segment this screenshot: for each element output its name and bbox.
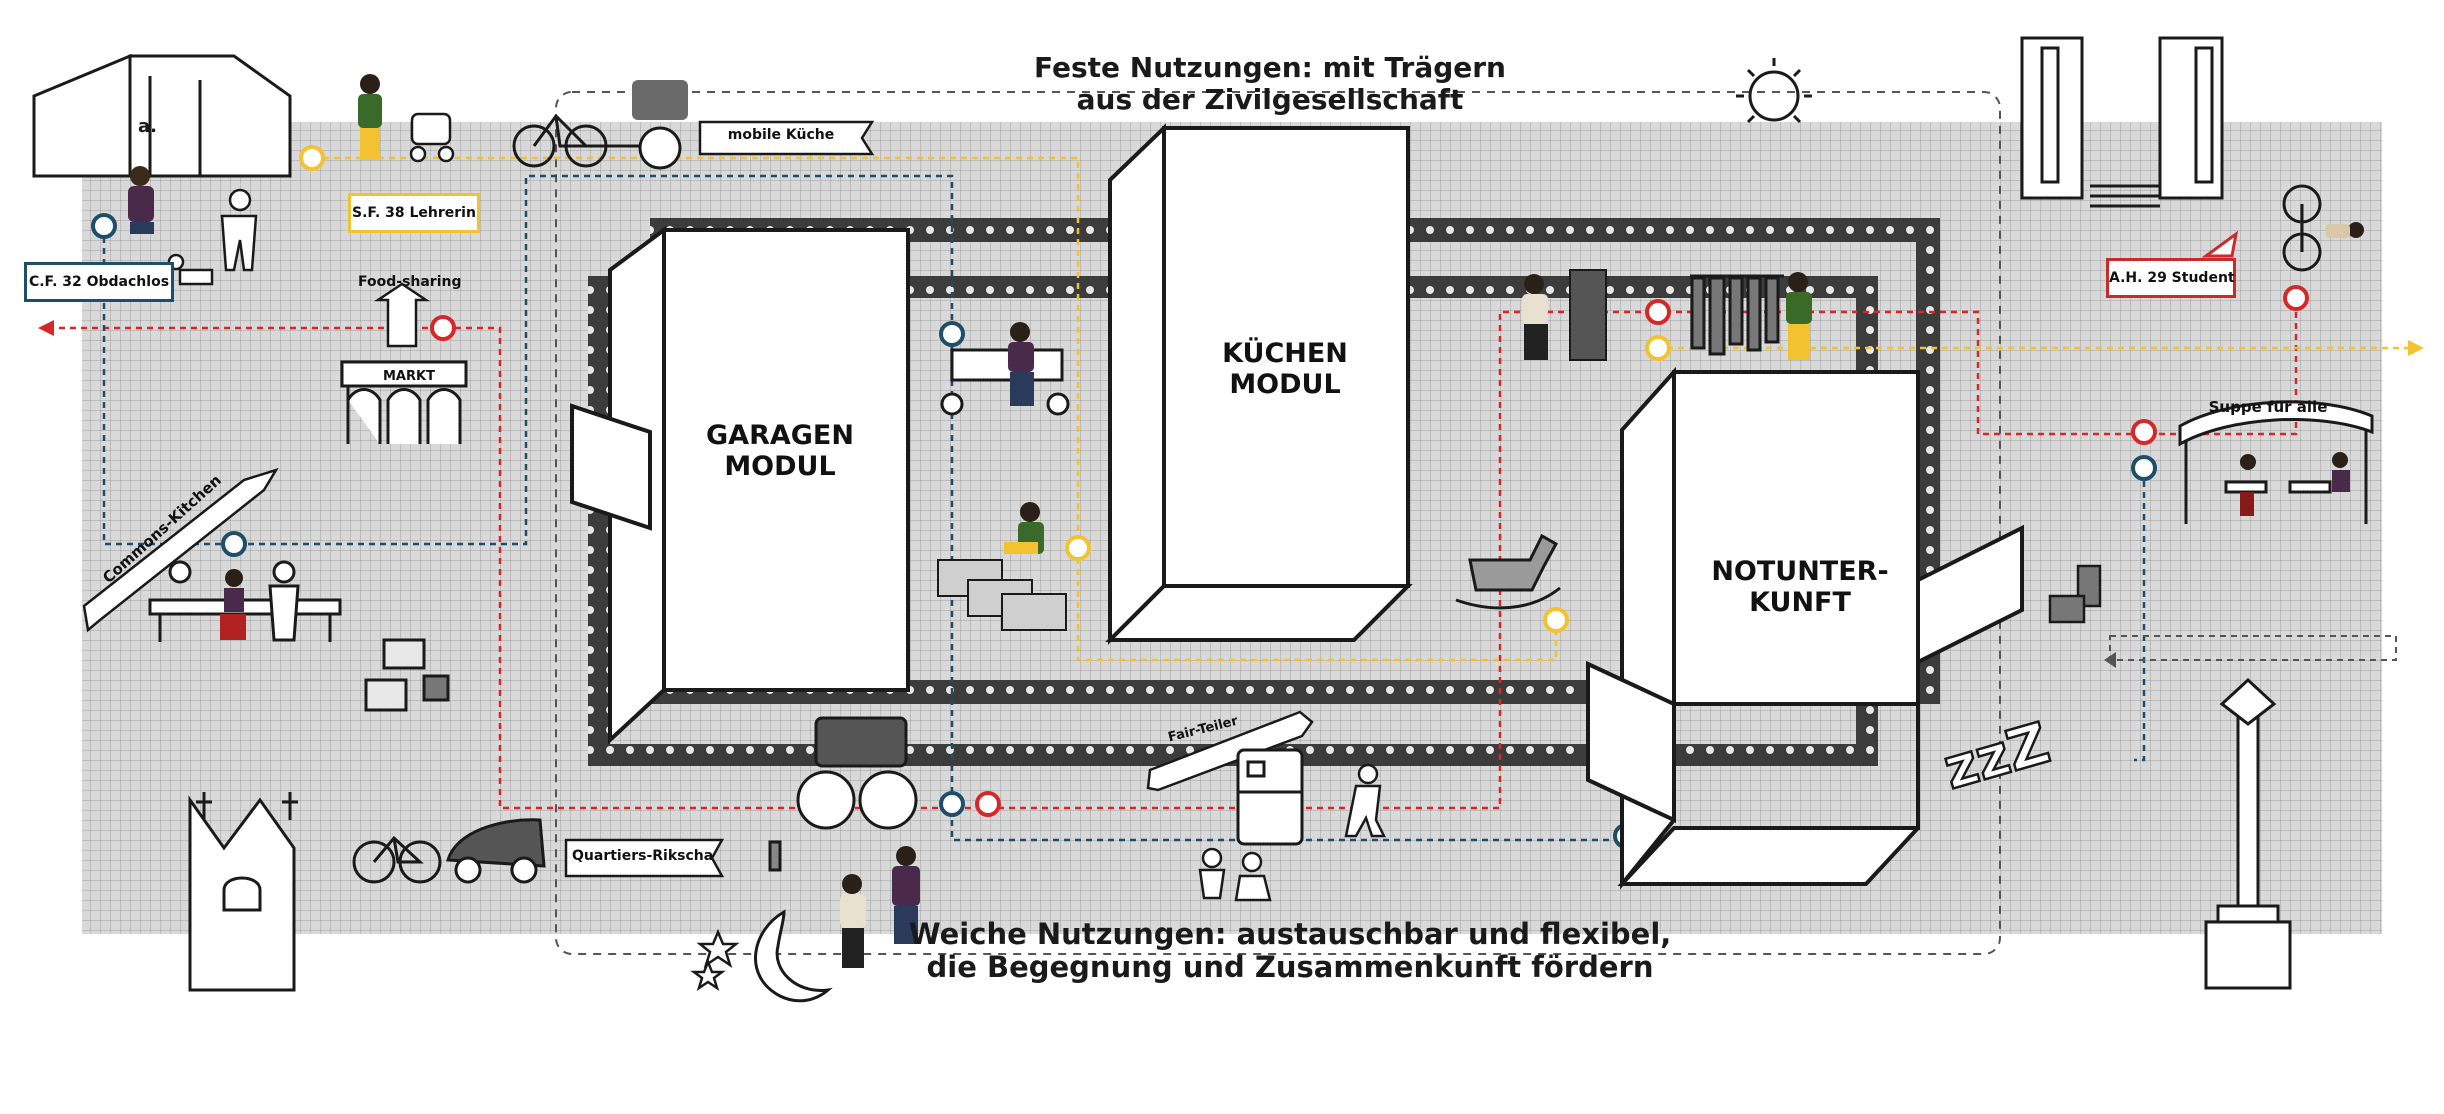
figure-icon xyxy=(1198,763,1387,902)
notunterkunft-module-box xyxy=(1586,366,2024,890)
stroller-icon xyxy=(409,112,455,163)
station-blue xyxy=(221,531,247,557)
cart-icon xyxy=(940,348,1070,416)
figure-icon xyxy=(2326,222,2364,238)
towers-icon xyxy=(2020,36,2224,208)
station-blue xyxy=(939,321,965,347)
figure-icon xyxy=(840,846,920,968)
rikscha-icon xyxy=(446,818,546,884)
commons-kitchen-banner xyxy=(82,467,279,633)
cart-icon xyxy=(586,80,688,170)
kuechen-module-title-line2: MODUL xyxy=(1229,369,1341,401)
garagen-module-title-line1: GARAGEN xyxy=(706,420,854,451)
horse-icon xyxy=(1455,533,1561,610)
figure-icon xyxy=(220,569,246,640)
station-blue xyxy=(939,791,965,817)
bicycle-icon xyxy=(796,770,918,830)
soft-uses-heading-line2: die Begegnung und Zusammenkunft fördern xyxy=(926,950,1654,985)
moon-icon xyxy=(754,909,833,1003)
route-blue-right xyxy=(2134,470,2146,762)
star-icon xyxy=(690,958,726,991)
dog-walker-icon xyxy=(167,188,258,286)
station-yellow xyxy=(299,145,325,171)
garagen-module-title: GARAGEN MODUL xyxy=(680,420,880,482)
figure-icon xyxy=(1008,322,1034,406)
station-red xyxy=(2131,419,2157,445)
station-red xyxy=(430,315,456,341)
notunterkunft-module-title-line2: KUNFT xyxy=(1749,587,1851,619)
figure-icon xyxy=(128,166,154,234)
fridge-icon xyxy=(1236,748,1304,846)
fair-teiler-banner xyxy=(1146,710,1314,792)
notunterkunft-module-title-line1: NOTUNTER- xyxy=(1711,556,1889,587)
crates-icon xyxy=(937,559,1067,631)
suppe-pavilion-icon xyxy=(2178,400,2374,524)
sun-icon xyxy=(1736,58,1812,124)
station-yellow xyxy=(1543,607,1569,633)
soft-uses-heading-line1: Weiche Nutzungen: austauschbar und flexi… xyxy=(908,917,1672,951)
notunterkunft-module-title: NOTUNTER- KUNFT xyxy=(1700,556,1900,618)
arrow-left-grey xyxy=(2104,652,2116,668)
persona-label-obdachlos: C.F. 32 Obdachlos xyxy=(24,262,174,302)
tool-board-icon xyxy=(814,716,908,768)
arrow-right-yellow xyxy=(2408,340,2424,356)
kuechen-module-box xyxy=(1105,123,1413,645)
fixed-uses-heading-line1: Feste Nutzungen: mit Trägern xyxy=(1033,51,1506,84)
pump-icon xyxy=(768,840,782,872)
station-red xyxy=(2283,285,2309,311)
figure-icon xyxy=(2240,452,2350,516)
station-yellow xyxy=(1645,335,1671,361)
bicycle-icon xyxy=(2282,184,2322,272)
route-red-right xyxy=(1654,298,2298,436)
route-yellow xyxy=(312,156,1558,662)
garagen-module-box xyxy=(570,226,910,745)
station-red xyxy=(1645,299,1671,325)
food-sharing-label: Food-sharing xyxy=(358,274,462,290)
arrow-left-red xyxy=(38,320,54,336)
station-yellow xyxy=(1065,535,1091,561)
fixed-uses-heading-line2: aus der Zivilgesellschaft xyxy=(1076,83,1464,117)
zone-outline xyxy=(555,91,2001,955)
figure-icon xyxy=(1522,272,1812,360)
persona-label-lehrerin: S.F. 38 Lehrerin xyxy=(348,193,480,233)
stand-icon xyxy=(1569,269,1607,361)
fixed-uses-heading: Feste Nutzungen: mit Trägern aus der Ziv… xyxy=(950,51,1590,117)
suppe-fuer-alle-label: Suppe für alle xyxy=(2208,398,2328,416)
persona-label-student: A.H. 29 Student xyxy=(2106,258,2236,298)
market-stall-icon xyxy=(340,360,468,444)
route-box-right xyxy=(2109,635,2397,661)
church-icon xyxy=(188,792,298,992)
figure-icon xyxy=(358,74,382,160)
figure-icon xyxy=(1004,502,1044,554)
station-blue xyxy=(2131,455,2157,481)
quartiers-rikscha-label: Quartiers-Rikscha xyxy=(572,848,714,864)
soft-uses-heading: Weiche Nutzungen: austauschbar und flexi… xyxy=(860,917,1720,985)
star-icon xyxy=(696,928,740,968)
station-red xyxy=(975,791,1001,817)
clothes-rack-icon xyxy=(1690,274,1784,356)
bicycle-icon xyxy=(352,835,442,884)
kuechen-module-title: KÜCHEN MODUL xyxy=(1185,338,1385,400)
garagen-module-title-line2: MODUL xyxy=(724,451,836,483)
kuechen-module-title-line1: KÜCHEN xyxy=(1222,338,1348,369)
markt-label: MARKT xyxy=(383,369,435,384)
student-callout-tail xyxy=(2201,230,2239,258)
building-icon: a. xyxy=(32,53,292,178)
screen-icon xyxy=(364,638,450,712)
mobile-kueche-label: mobile Küche xyxy=(727,127,835,143)
station-blue xyxy=(91,213,117,239)
appliance-icon xyxy=(2048,564,2102,624)
mobile-kueche-banner xyxy=(698,120,875,156)
food-sharing-arrow-icon xyxy=(373,282,431,348)
angel-statue-icon xyxy=(2204,677,2292,990)
svg-text:a.: a. xyxy=(138,116,157,137)
rikscha-banner xyxy=(564,838,725,878)
